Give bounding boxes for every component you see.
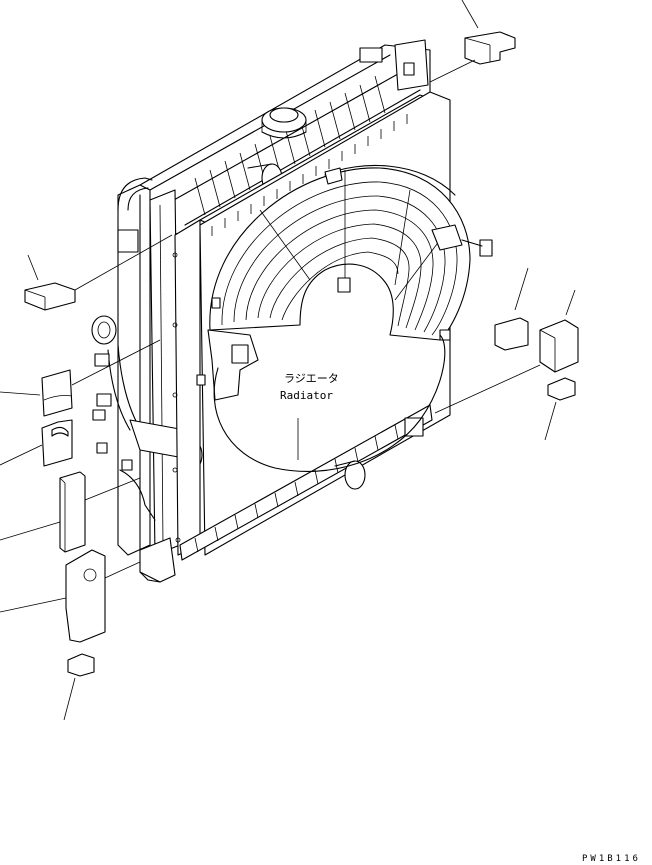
- leader-right-main: [434, 364, 541, 414]
- pad-left-notched-2: [41, 419, 73, 467]
- side-bracket: [139, 189, 181, 583]
- radiator-label-en: Radiator: [280, 389, 333, 402]
- leader-left-4b: [84, 477, 141, 501]
- leader-top: [461, 0, 479, 29]
- drawing-code: PW1B116: [582, 854, 641, 864]
- leader-left-1: [27, 254, 39, 281]
- pad-left-cube: [67, 653, 95, 677]
- pad-left-notched-1: [41, 369, 73, 417]
- leader-left-2: [0, 391, 41, 396]
- pad-left-long: [65, 549, 106, 643]
- pad-left-bar: [59, 471, 86, 553]
- pad-left-upper: [24, 282, 76, 311]
- radiator-label-jp: ラジエータ: [284, 372, 339, 385]
- leader-left-3: [0, 444, 43, 466]
- hose-pipe: [91, 315, 139, 471]
- leader-left-5: [0, 597, 67, 613]
- top-bracket: [359, 39, 429, 91]
- fan-shroud: [196, 164, 493, 401]
- leader-top-pad: [429, 59, 476, 83]
- leader-left-2b: [71, 339, 161, 386]
- top-tank: [139, 44, 431, 236]
- pad-right-lower: [547, 377, 576, 401]
- leader-left-5b: [104, 561, 141, 579]
- fan-opening: [213, 334, 446, 472]
- leader-left-6: [63, 677, 76, 721]
- pad-right-block: [539, 319, 579, 373]
- pad-right-small: [494, 317, 529, 351]
- leader-right-2: [565, 289, 576, 316]
- leader-right-3: [544, 401, 557, 441]
- leader-left-4: [0, 521, 61, 541]
- bottom-tank: [179, 404, 433, 561]
- leader-left-1b: [74, 234, 173, 291]
- leader-right-1: [514, 267, 529, 311]
- pad-top-right: [464, 31, 516, 65]
- radiator-cap: [261, 107, 307, 139]
